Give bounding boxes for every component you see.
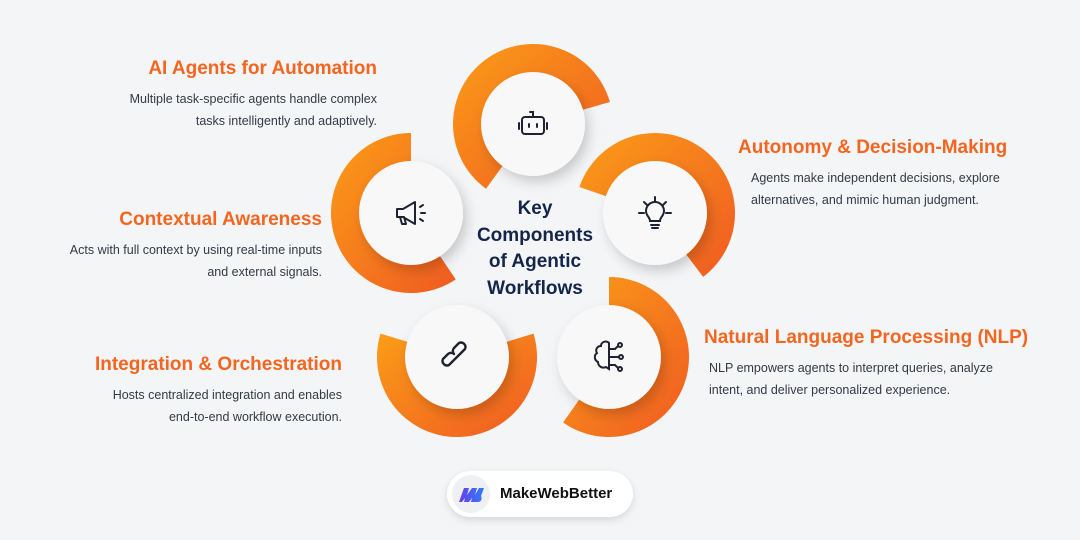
component-nlp: Natural Language Processing (NLP) NLP em… [704, 327, 1028, 401]
title-line: Workflows [487, 277, 583, 299]
icon-circle [359, 161, 463, 265]
component-title: Autonomy & Decision-Making [738, 137, 1008, 158]
ring-ai-agents [453, 44, 610, 189]
component-title: AI Agents for Automation [148, 58, 377, 79]
component-description: Acts with full context by using real-tim… [69, 243, 322, 257]
component-description: Multiple task-specific agents handle com… [129, 92, 377, 106]
component-contextual-awareness: Contextual Awareness Acts with full cont… [70, 209, 322, 283]
component-autonomy: Autonomy & Decision-Making Agents make i… [738, 137, 1007, 211]
icon-circle [603, 161, 707, 265]
brand-logo-icon [452, 475, 490, 513]
megaphone-icon [396, 201, 426, 225]
title-line: Components [476, 224, 594, 246]
component-title: Contextual Awareness [119, 209, 322, 230]
component-integration: Integration & Orchestration Hosts centra… [95, 354, 342, 428]
component-description: NLP empowers agents to interpret queries… [709, 361, 993, 375]
icon-circle [481, 72, 585, 176]
component-description: intent, and deliver personalized experie… [709, 383, 951, 397]
component-description: and external signals. [207, 265, 322, 279]
brand-name: MakeWebBetter [500, 485, 613, 502]
center-title: Key Components of Agentic Workflows [460, 196, 610, 302]
component-description: alternatives, and mimic human judgment. [751, 193, 979, 207]
component-description: Agents make independent decisions, explo… [751, 171, 1000, 185]
link-icon [441, 341, 467, 367]
title-line: Key [517, 198, 553, 219]
component-description: tasks intelligently and adaptively. [195, 114, 377, 128]
ring-contextual-awareness [331, 133, 456, 293]
component-title: Natural Language Processing (NLP) [704, 327, 1029, 348]
component-description: end-to-end workflow execution. [168, 410, 342, 424]
component-description: Hosts centralized integration and enable… [112, 388, 342, 402]
component-title: Integration & Orchestration [94, 354, 342, 375]
title-line: of Agentic [488, 251, 582, 272]
ring-autonomy [579, 133, 735, 277]
ring-nlp [563, 277, 689, 437]
brain-icon [593, 340, 624, 372]
robot-icon [518, 111, 548, 135]
component-ai-agents: AI Agents for Automation Multiple task-s… [130, 58, 377, 132]
lightbulb-icon [638, 196, 672, 229]
ring-integration [377, 333, 537, 437]
brand-badge: MakeWebBetter [447, 471, 633, 517]
